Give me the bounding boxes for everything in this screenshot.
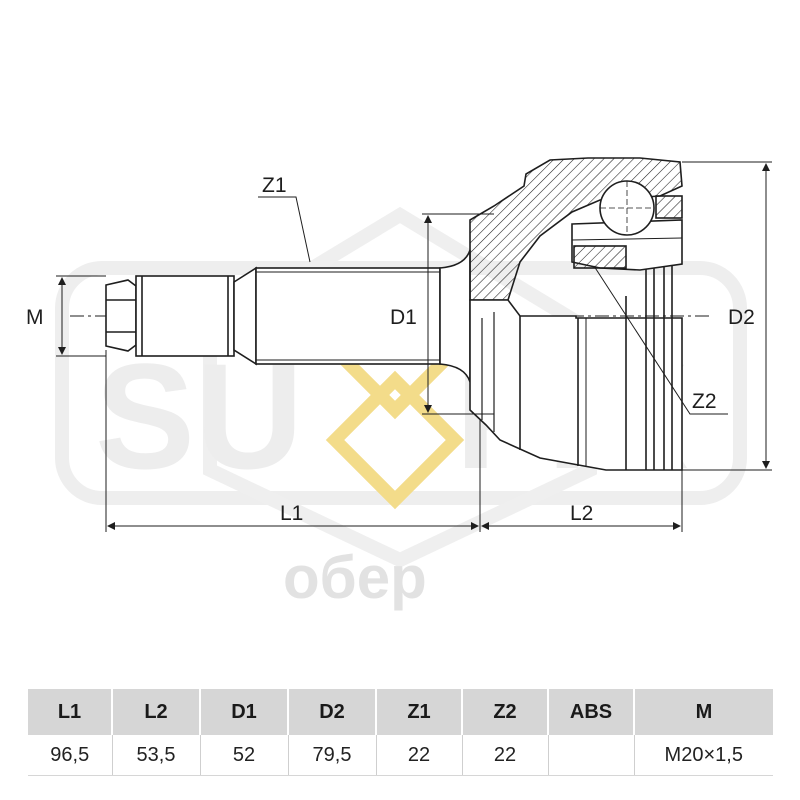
shaft-step — [233, 266, 257, 366]
label-z2: Z2 — [692, 390, 717, 413]
cage-upper — [655, 195, 683, 219]
housing — [469, 157, 683, 471]
label-l2: L2 — [570, 502, 593, 525]
header-m: M — [633, 689, 773, 735]
label-d1: D1 — [390, 306, 417, 329]
shaft-nut — [105, 279, 137, 352]
header-d2: D2 — [287, 689, 376, 735]
value-z1: 22 — [375, 735, 462, 776]
value-d1: 52 — [199, 735, 288, 776]
watermark-house-outline — [203, 206, 597, 568]
label-m: M — [26, 306, 44, 329]
header-z2: Z2 — [461, 689, 548, 735]
spec-table-value-row: 96,5 53,5 52 79,5 22 22 M20×1,5 — [28, 735, 773, 776]
value-z2: 22 — [461, 735, 548, 776]
value-m: M20×1,5 — [633, 735, 773, 776]
dimension-lines — [56, 161, 772, 532]
value-d2: 79,5 — [287, 735, 376, 776]
value-l1: 96,5 — [28, 735, 112, 776]
cv-joint-drawing: SU FIX обер — [26, 157, 772, 611]
value-l2: 53,5 — [111, 735, 200, 776]
header-abs: ABS — [547, 689, 634, 735]
shaft-stub — [135, 275, 235, 357]
shaft — [105, 249, 471, 383]
shaft-spline — [255, 267, 441, 365]
header-l1: L1 — [28, 689, 112, 735]
header-z1: Z1 — [375, 689, 462, 735]
header-d1: D1 — [199, 689, 288, 735]
header-l2: L2 — [111, 689, 200, 735]
shaft-neck — [439, 249, 471, 383]
label-l1: L1 — [280, 502, 303, 525]
value-abs — [547, 735, 634, 776]
label-z1: Z1 — [262, 174, 287, 197]
label-d2: D2 — [728, 306, 755, 329]
watermark-brand: обер — [283, 544, 427, 611]
spec-table-header-row: L1 L2 D1 D2 Z1 Z2 ABS M — [28, 689, 773, 735]
spec-table: L1 L2 D1 D2 Z1 Z2 ABS M 96,5 53,5 52 79,… — [28, 689, 773, 776]
cage-lower — [573, 245, 627, 269]
